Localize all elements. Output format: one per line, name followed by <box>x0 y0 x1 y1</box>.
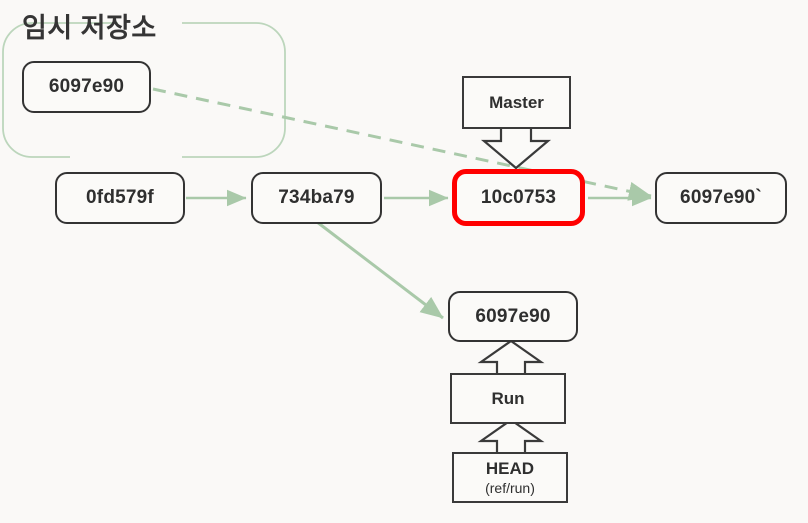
stash-commit-label: 6097e90 <box>48 76 125 97</box>
head-ref-label: HEAD <box>485 459 535 478</box>
commit-node-run-6097e90[interactable]: 6097e90 <box>448 291 578 342</box>
commit-node-734ba79[interactable]: 734ba79 <box>251 172 382 224</box>
stash-group-title: 임시 저장소 <box>22 13 157 43</box>
head-ref-box[interactable]: HEAD (ref/run) <box>452 452 568 503</box>
branch-ref-master-label: Master <box>489 92 544 112</box>
edge-run-to-run-commit <box>477 339 545 373</box>
branch-ref-run[interactable]: Run <box>450 373 566 424</box>
head-ref-sublabel: (ref/run) <box>485 480 535 496</box>
edge-head-to-run <box>477 418 545 452</box>
edge-master-to-10c0753 <box>480 129 552 170</box>
commit-node-0fd579f[interactable]: 0fd579f <box>55 172 185 224</box>
commit-node-6097e90-prime[interactable]: 6097e90` <box>655 172 787 224</box>
commit-label-10c0753: 10c0753 <box>480 186 557 208</box>
commit-label-0fd579f: 0fd579f <box>86 187 154 208</box>
stash-commit-node[interactable]: 6097e90 <box>22 61 151 113</box>
branch-ref-run-label: Run <box>491 388 525 408</box>
branch-ref-master[interactable]: Master <box>462 76 571 129</box>
edge-734ba79-to-run-commit <box>316 220 444 320</box>
commit-label-run-6097e90: 6097e90 <box>475 305 551 327</box>
commit-label-6097e90-prime: 6097e90` <box>680 187 762 208</box>
commit-node-10c0753[interactable]: 10c0753 <box>452 169 585 226</box>
commit-label-734ba79: 734ba79 <box>278 187 355 208</box>
